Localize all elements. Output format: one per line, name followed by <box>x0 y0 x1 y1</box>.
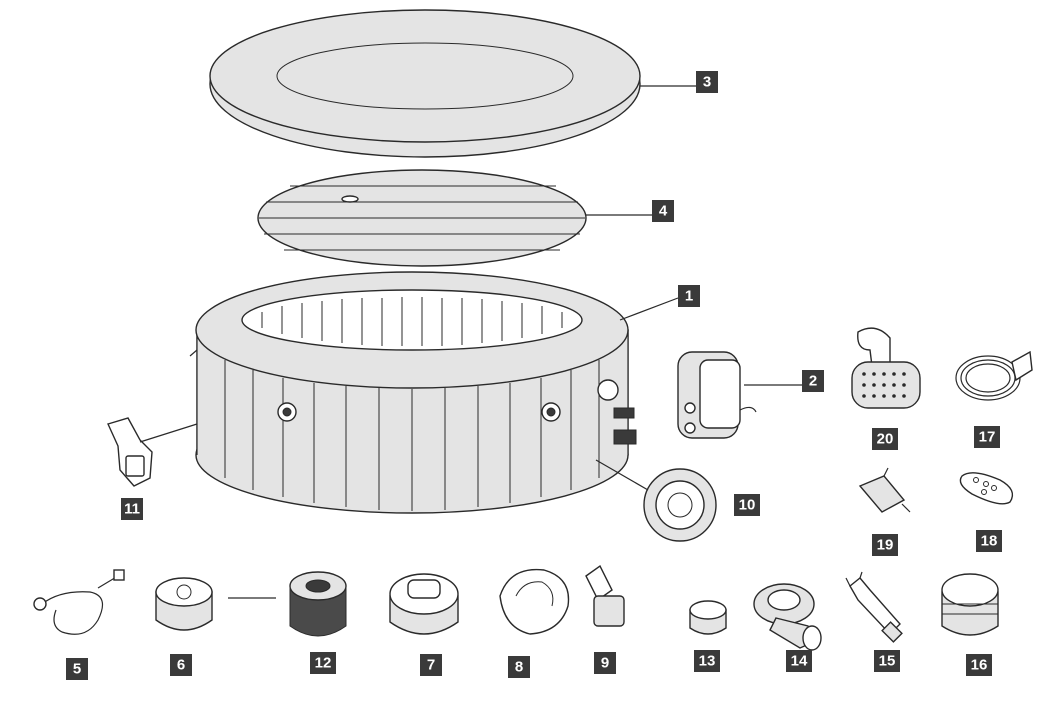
part-9-connector <box>585 564 625 627</box>
part-7-drain-cap <box>389 573 459 635</box>
label-11: 11 <box>121 498 143 520</box>
part-8-clamp <box>499 568 570 635</box>
svg-text:3: 3 <box>703 74 711 91</box>
label-1: 1 <box>678 285 700 307</box>
svg-text:20: 20 <box>877 431 894 448</box>
part-20-headrest <box>851 327 921 409</box>
svg-text:18: 18 <box>981 533 998 550</box>
svg-text:8: 8 <box>515 659 523 676</box>
label-14: 14 <box>786 650 812 672</box>
label-16: 16 <box>966 654 992 676</box>
label-17: 17 <box>974 426 1000 448</box>
label-15: 15 <box>874 650 900 672</box>
svg-text:19: 19 <box>877 537 894 554</box>
svg-text:12: 12 <box>315 655 332 672</box>
label-10: 10 <box>734 494 760 516</box>
svg-text:4: 4 <box>659 203 668 220</box>
label-6: 6 <box>170 654 192 676</box>
svg-text:13: 13 <box>699 653 716 670</box>
svg-text:6: 6 <box>177 657 185 674</box>
label-19: 19 <box>872 534 898 556</box>
label-12: 12 <box>310 652 336 674</box>
svg-text:10: 10 <box>739 497 756 514</box>
svg-text:11: 11 <box>124 501 140 518</box>
svg-text:2: 2 <box>809 373 817 390</box>
part-6-filter-housing <box>155 577 213 631</box>
svg-text:15: 15 <box>879 653 896 670</box>
part-1-spa-body <box>189 271 637 514</box>
part-2-pump <box>677 351 757 439</box>
label-9: 9 <box>594 652 616 674</box>
label-5: 5 <box>66 658 88 680</box>
label-2: 2 <box>802 370 824 392</box>
label-13: 13 <box>694 650 720 672</box>
part-11-buckle <box>107 417 153 487</box>
svg-text:5: 5 <box>73 661 81 678</box>
part-16-inflation-valve <box>941 573 999 636</box>
label-3: 3 <box>696 71 718 93</box>
part-14-elbow-valve <box>753 583 822 651</box>
part-5-hose <box>33 569 125 635</box>
part-18-remote <box>959 472 1014 505</box>
svg-text:1: 1 <box>685 288 693 305</box>
part-12-filter-cartridge <box>289 571 347 637</box>
svg-text:9: 9 <box>601 655 609 672</box>
part-17-hose-coil <box>955 350 1033 401</box>
label-8: 8 <box>508 656 530 678</box>
label-18: 18 <box>976 530 1002 552</box>
part-15-tool <box>845 571 903 643</box>
part-10-filter-cover <box>643 468 717 542</box>
part-4-inner-lid <box>257 169 587 267</box>
svg-text:14: 14 <box>791 653 808 670</box>
part-19-adapter <box>858 467 911 513</box>
part-13-cap <box>689 600 727 635</box>
svg-text:7: 7 <box>427 657 435 674</box>
label-4: 4 <box>652 200 674 222</box>
svg-text:16: 16 <box>971 657 988 674</box>
label-20: 20 <box>872 428 898 450</box>
label-7: 7 <box>420 654 442 676</box>
part-3-cover <box>209 9 641 158</box>
svg-text:17: 17 <box>979 429 996 446</box>
